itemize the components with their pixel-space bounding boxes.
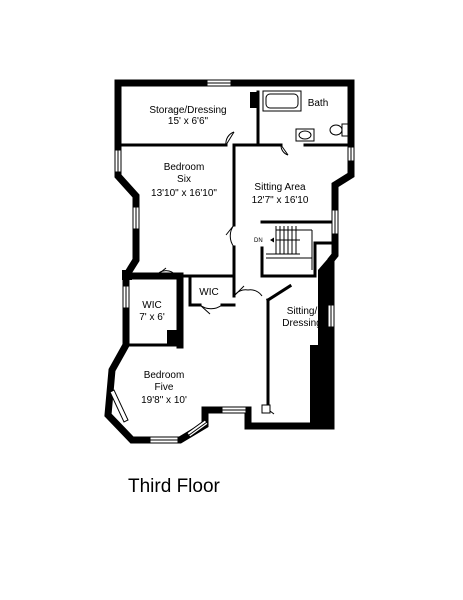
floor-title: Third Floor	[128, 476, 220, 497]
door-small-wic	[199, 304, 223, 315]
room-name-bath: Bath	[308, 98, 329, 109]
window-bedroom-five-diagonal	[186, 419, 209, 438]
window-wic	[122, 285, 130, 309]
room-size-sitting-area: 12'7" x 16'10	[252, 195, 309, 206]
room-size-bedroom-five: 19'8" x 10'	[141, 395, 187, 406]
room-name-wic-left: WIC	[142, 300, 161, 311]
room-name-sitting-dressing-line2: Dressing	[282, 318, 321, 329]
room-name-sitting-area: Sitting Area	[254, 182, 306, 193]
door-bedroom-five	[233, 285, 263, 297]
door-sitting-dressing	[261, 404, 275, 415]
toilet-icon	[329, 124, 343, 136]
room-size-wic-left: 7' x 6'	[139, 312, 165, 323]
window-sitting-area-upper	[347, 146, 355, 162]
down-arrow-icon	[270, 237, 274, 243]
stairs: DN	[254, 226, 313, 270]
room-size-bedroom-six: 13'10" x 16'10"	[151, 188, 217, 199]
room-labels: Storage/Dressing 15' x 6'6" Bath Bedroom…	[139, 98, 328, 406]
window-bedroom-five-bottom	[149, 436, 179, 444]
windows	[109, 79, 355, 444]
room-name-bedroom-five-line1: Bedroom	[144, 370, 185, 381]
room-name-sitting-dressing-line1: Sitting/	[287, 306, 318, 317]
doors	[155, 131, 289, 415]
door-storage	[225, 131, 235, 146]
room-name-bedroom-five-line2: Five	[155, 382, 174, 393]
bath-fixtures	[262, 90, 349, 142]
door-bath	[280, 144, 289, 156]
room-size-storage-dressing: 15' x 6'6"	[168, 116, 209, 127]
room-name-storage-dressing: Storage/Dressing	[149, 105, 226, 116]
room-name-bedroom-six-line2: Six	[177, 174, 191, 185]
window-sitting-dressing	[327, 304, 335, 328]
window-top	[206, 79, 232, 87]
window-bedroom-five-left	[109, 389, 129, 423]
door-bedroom-six	[225, 224, 235, 248]
window-sitting-area-lower	[331, 209, 339, 235]
stairs-label: DN	[254, 238, 263, 244]
window-bedroom-five-right	[221, 406, 247, 414]
window-bedroom-six-upper	[114, 149, 122, 173]
window-bedroom-six-lower	[132, 206, 140, 230]
door-bedroom-six-bottom	[155, 267, 177, 277]
room-name-bedroom-six-line1: Bedroom	[164, 162, 205, 173]
room-name-wic-small: WIC	[199, 287, 218, 298]
